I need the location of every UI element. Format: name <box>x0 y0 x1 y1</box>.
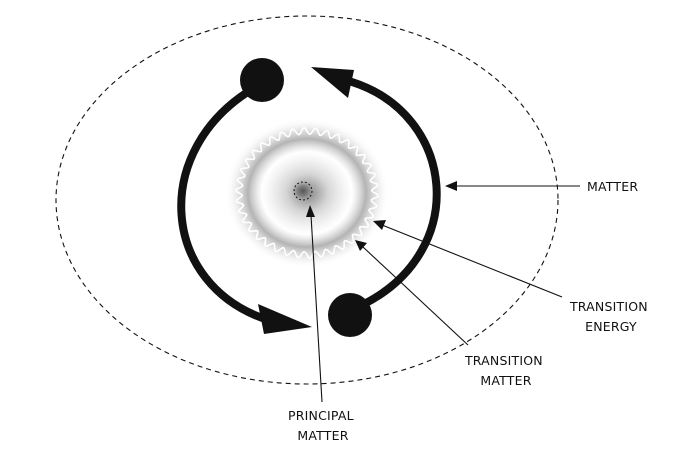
right-cycle-arc <box>348 78 441 308</box>
principal-matter-label-line2: MATTER <box>297 428 348 443</box>
matter-pointer-arrowhead <box>445 181 457 191</box>
principal-matter-pointer-line <box>310 214 323 403</box>
matter-label: MATTER <box>587 179 638 194</box>
principal-matter-dotted-circle <box>293 181 313 201</box>
outer-dashed-boundary <box>55 15 559 385</box>
left-cycle-arc <box>177 84 272 324</box>
principal-matter-core <box>292 181 314 201</box>
principal-matter-label: PRINCIPAL MATTER <box>288 408 358 443</box>
principal-matter-label-line1: PRINCIPAL <box>288 408 354 423</box>
transition-energy-label-line2: ENERGY <box>585 319 637 334</box>
matter-ball-bottom <box>328 293 372 337</box>
matter-ball-top <box>240 58 284 102</box>
transition-matter-label: TRANSITION MATTER <box>464 353 547 388</box>
principal-matter-pointer-arrowhead <box>306 205 315 217</box>
transition-energy-pointer-arrowhead <box>373 220 386 230</box>
left-cycle-arrowhead <box>258 304 312 334</box>
transition-matter-pointer-arrowhead <box>355 240 367 251</box>
transition-matter-pointer-line <box>362 246 469 346</box>
transition-matter-label-line1: TRANSITION <box>464 353 543 368</box>
transition-energy-label-line1: TRANSITION <box>569 299 648 314</box>
transition-matter-wavy-ring <box>235 127 379 259</box>
transition-matter-label-line2: MATTER <box>480 373 531 388</box>
right-cycle-arrowhead <box>311 67 354 98</box>
transition-energy-pointer-line <box>381 224 563 298</box>
transition-energy-label: TRANSITION ENERGY <box>569 299 652 334</box>
